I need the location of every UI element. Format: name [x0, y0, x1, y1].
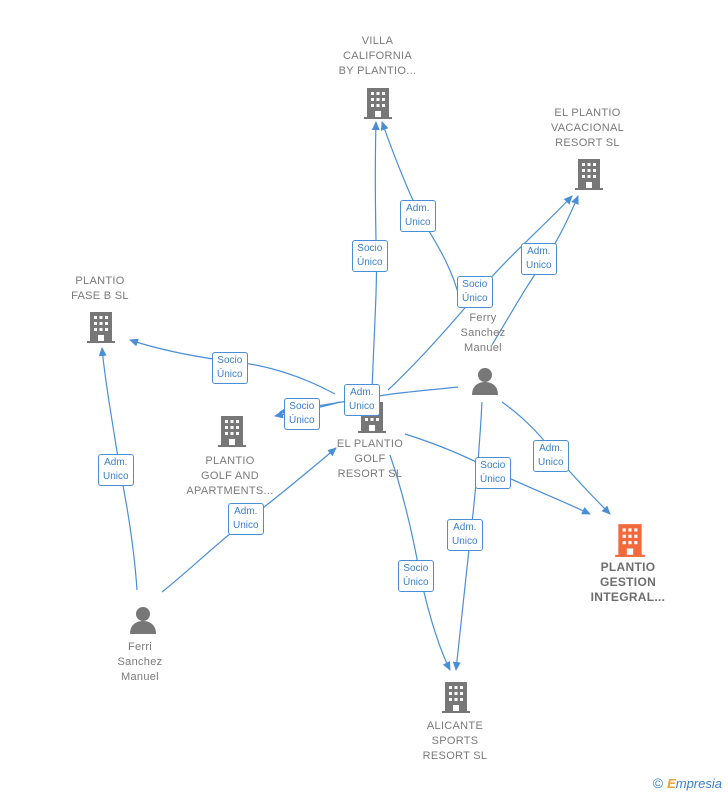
copyright-icon: © — [652, 775, 664, 791]
person-icon — [130, 607, 156, 634]
brand-watermark: ©Empresia — [653, 775, 722, 791]
relation-badge[interactable]: Adm. Unico — [447, 519, 483, 551]
building-icon — [442, 682, 470, 713]
relation-badge[interactable]: Socio Único — [352, 240, 388, 272]
node-ferri-sanchez-manuel[interactable]: Ferri Sanchez Manuel — [100, 640, 180, 685]
relation-badge[interactable]: Socio Único — [475, 457, 511, 489]
node-villa-california[interactable]: VILLA CALIFORNIA BY PLANTIO... — [320, 34, 435, 79]
relation-badge[interactable]: Adm. Unico — [533, 440, 569, 472]
node-plantio-golf-apartments[interactable]: PLANTIO GOLF AND APARTMENTS... — [170, 454, 290, 499]
node-alicante-sports-resort[interactable]: ALICANTE SPORTS RESORT SL — [400, 719, 510, 764]
relation-badge[interactable]: Adm. Unico — [228, 503, 264, 535]
node-label: VILLA CALIFORNIA BY PLANTIO... — [338, 35, 417, 77]
relation-badge[interactable]: Socio Único — [212, 352, 248, 384]
person-icon — [472, 368, 498, 395]
building-icon — [364, 88, 392, 119]
relation-badge[interactable]: Adm. Unico — [344, 384, 380, 416]
building-icon — [218, 416, 246, 447]
relation-badge[interactable]: Adm. Unico — [400, 200, 436, 232]
relation-badge[interactable]: Socio Único — [457, 276, 493, 308]
node-ferry-sanchez-manuel[interactable]: Ferry Sanchez Manuel — [443, 311, 523, 356]
node-label: ALICANTE SPORTS RESORT SL — [422, 720, 488, 762]
node-label: Ferri Sanchez Manuel — [117, 641, 163, 683]
node-label: Ferry Sanchez Manuel — [460, 312, 506, 354]
relation-badge[interactable]: Adm. Unico — [521, 243, 557, 275]
building-icon — [615, 524, 645, 557]
node-label: PLANTIO GOLF AND APARTMENTS... — [186, 455, 274, 497]
brand-e: E — [667, 776, 676, 791]
relation-badge[interactable]: Socio Único — [284, 398, 320, 430]
building-icon — [575, 159, 603, 190]
node-label: EL PLANTIO VACACIONAL RESORT SL — [550, 107, 625, 149]
relation-badge[interactable]: Adm. Unico — [98, 454, 134, 486]
relation-badge[interactable]: Socio Único — [398, 560, 434, 592]
node-el-plantio-vacacional[interactable]: EL PLANTIO VACACIONAL RESORT SL — [530, 106, 645, 151]
brand-text: mpresia — [675, 776, 722, 791]
node-plantio-gestion-integral[interactable]: PLANTIO GESTION INTEGRAL... — [578, 560, 678, 605]
node-label: PLANTIO GESTION INTEGRAL... — [590, 560, 666, 604]
node-label: EL PLANTIO GOLF RESORT SL — [336, 438, 404, 480]
node-label: PLANTIO FASE B SL — [71, 275, 129, 302]
node-plantio-fase-b[interactable]: PLANTIO FASE B SL — [45, 274, 155, 304]
node-el-plantio-golf-resort[interactable]: EL PLANTIO GOLF RESORT SL — [315, 437, 425, 482]
building-icon — [87, 312, 115, 343]
